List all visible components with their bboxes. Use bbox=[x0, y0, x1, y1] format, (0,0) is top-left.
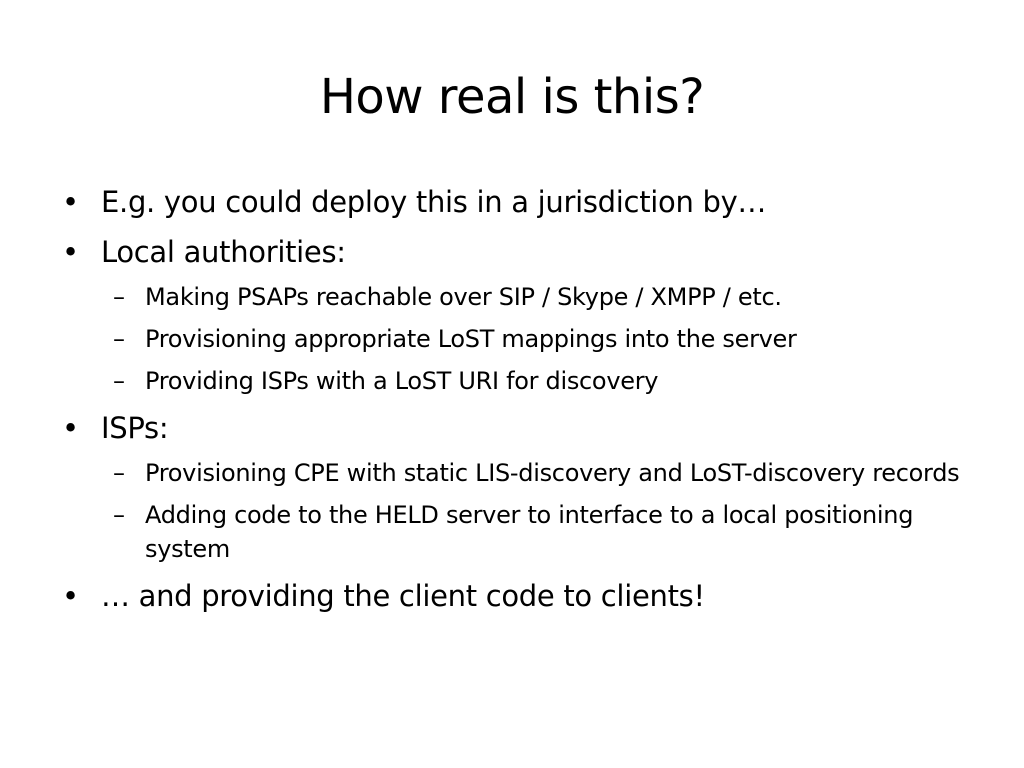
sub-bullet-item: – Adding code to the HELD server to inte… bbox=[62, 498, 962, 566]
bullet-item-local-authorities: • Local authorities: bbox=[62, 232, 962, 272]
dash-marker: – bbox=[113, 367, 125, 395]
bullet-text: … and providing the client code to clien… bbox=[101, 579, 705, 613]
bullet-list: • E.g. you could deploy this in a jurisd… bbox=[62, 182, 962, 616]
sub-bullet-text: Provisioning appropriate LoST mappings i… bbox=[145, 325, 797, 353]
dash-marker: – bbox=[113, 459, 125, 487]
bullet-marker: • bbox=[62, 411, 79, 445]
sub-bullet-text: Providing ISPs with a LoST URI for disco… bbox=[145, 367, 659, 395]
sub-bullet-item: – Provisioning CPE with static LIS-disco… bbox=[62, 456, 962, 490]
bullet-text: E.g. you could deploy this in a jurisdic… bbox=[101, 185, 767, 219]
bullet-marker: • bbox=[62, 235, 79, 269]
dash-marker: – bbox=[113, 283, 125, 311]
bullet-marker: • bbox=[62, 579, 79, 613]
slide-title: How real is this? bbox=[319, 69, 705, 125]
sub-bullet-text: Making PSAPs reachable over SIP / Skype … bbox=[145, 283, 782, 311]
sub-bullet-item: – Provisioning appropriate LoST mappings… bbox=[62, 322, 962, 356]
bullet-item-client-code: • … and providing the client code to cli… bbox=[62, 576, 962, 616]
sub-bullet-item: – Providing ISPs with a LoST URI for dis… bbox=[62, 364, 962, 398]
bullet-item-isps: • ISPs: bbox=[62, 408, 962, 448]
dash-marker: – bbox=[113, 501, 125, 529]
dash-marker: – bbox=[113, 325, 125, 353]
sub-bullet-item: – Making PSAPs reachable over SIP / Skyp… bbox=[62, 280, 962, 314]
sub-bullet-text: Adding code to the HELD server to interf… bbox=[145, 501, 914, 563]
sub-bullet-text: Provisioning CPE with static LIS-discove… bbox=[145, 459, 960, 487]
bullet-item-deploy: • E.g. you could deploy this in a jurisd… bbox=[62, 182, 962, 222]
bullet-marker: • bbox=[62, 185, 79, 219]
bullet-text: Local authorities: bbox=[101, 235, 346, 269]
bullet-text: ISPs: bbox=[101, 411, 169, 445]
